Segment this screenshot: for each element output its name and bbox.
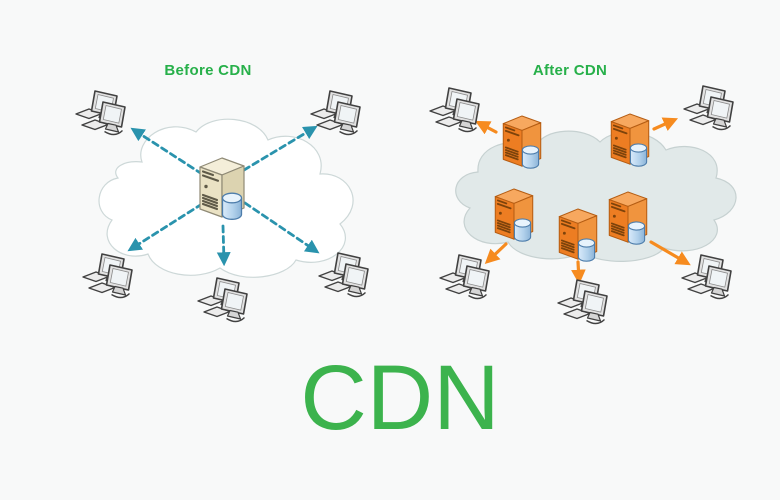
client-computers-icon <box>683 85 734 131</box>
traffic-arrow <box>130 127 204 176</box>
traffic-arrow <box>242 125 318 172</box>
traffic-arrow <box>475 120 498 135</box>
cdn-caption: CDN <box>300 347 500 449</box>
client-computers-icon <box>439 254 490 300</box>
before-cdn-title: Before CDN <box>164 62 252 79</box>
client-computers-icon <box>82 253 133 299</box>
traffic-arrow <box>216 224 231 267</box>
edge-server-icon <box>502 115 542 169</box>
traffic-arrow <box>484 242 508 265</box>
before-cdn-diagram <box>75 90 369 323</box>
origin-server-icon <box>199 157 245 220</box>
traffic-arrow <box>649 240 691 266</box>
client-computers-icon <box>681 254 732 300</box>
edge-server-icon <box>494 188 534 242</box>
client-computers-icon <box>429 87 480 133</box>
traffic-arrow <box>127 202 204 252</box>
edge-server-icon <box>608 191 648 245</box>
traffic-arrow <box>571 260 586 285</box>
client-computers-icon <box>310 90 361 136</box>
after-cdn-title: After CDN <box>532 62 608 79</box>
edge-server-icon <box>610 113 650 167</box>
traffic-arrow <box>652 117 679 131</box>
edge-server-icon <box>558 208 598 262</box>
after-cdn-diagram <box>429 85 737 325</box>
client-computers-icon <box>75 90 126 136</box>
traffic-arrow <box>243 201 320 254</box>
client-computers-icon <box>557 279 608 325</box>
client-computers-icon <box>197 277 248 323</box>
